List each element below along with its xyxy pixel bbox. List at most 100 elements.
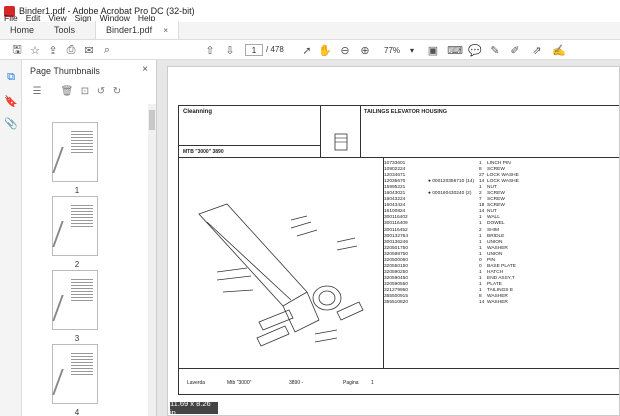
- attachment-icon[interactable]: 📎: [4, 117, 18, 130]
- part-code: 321279950: [384, 287, 409, 293]
- part-qty: 1: [479, 275, 482, 281]
- thumbnail-page-4[interactable]: [52, 344, 98, 404]
- group-header: TAILINGS ELEVATOR HOUSING: [361, 106, 619, 158]
- part-qty: 2: [479, 227, 482, 233]
- keyboard-icon[interactable]: ⌨: [447, 44, 463, 57]
- insert-page-icon[interactable]: ⊡: [80, 85, 90, 97]
- part-code: 320500050: [384, 257, 409, 263]
- part-desc: WASHER: [487, 294, 508, 300]
- scrollbar-thumb[interactable]: [149, 110, 155, 130]
- part-desc: PIN: [487, 257, 495, 263]
- thumbnails-icon[interactable]: ⧉: [7, 70, 15, 83]
- highlight-icon[interactable]: ✐: [510, 44, 520, 57]
- part-qty: 0: [479, 257, 482, 263]
- part-code: 320590450: [384, 275, 409, 281]
- zoom-in-icon[interactable]: ⊕: [360, 44, 370, 57]
- part-desc: TAILINGS E: [487, 287, 514, 293]
- page-up-icon[interactable]: ⇧: [205, 44, 215, 57]
- left-rail: ⧉ 🔖 📎: [0, 60, 22, 416]
- menu-window[interactable]: Window: [99, 13, 130, 23]
- menu-sign[interactable]: Sign: [74, 13, 92, 23]
- part-code: 16100824: [384, 209, 406, 215]
- bookmark-icon[interactable]: 🔖: [4, 95, 18, 108]
- part-desc: DOWEL: [487, 221, 505, 227]
- tab-home[interactable]: Home: [10, 25, 35, 35]
- select-cursor-icon[interactable]: ➚: [302, 44, 312, 57]
- share-icon[interactable]: ⇗: [532, 44, 542, 57]
- zoom-dropdown[interactable]: 77%▾: [382, 44, 416, 56]
- menu-view[interactable]: View: [48, 13, 67, 23]
- part-code: 355500915: [384, 294, 409, 300]
- group-title: TAILINGS ELEVATOR HOUSING: [364, 109, 448, 115]
- thumb-drawing: [52, 221, 80, 247]
- thumbnail-page-3[interactable]: [52, 270, 98, 330]
- zoom-out-icon[interactable]: ⊖: [340, 44, 350, 57]
- thumb-drawing: [52, 147, 80, 173]
- panel-close-icon[interactable]: ×: [142, 64, 148, 75]
- part-qty: 0: [479, 263, 482, 269]
- part-qty: 1: [479, 161, 482, 166]
- model-label: MTB "3000" 3890: [183, 149, 224, 155]
- part-alt-code: ● 000120356710 (14): [428, 179, 475, 185]
- window-title: Binder1.pdf - Adobe Acrobat Pro DC (32-b…: [19, 6, 195, 16]
- part-qty: 18: [479, 203, 485, 209]
- thumbnails-panel: Page Thumbnails × ☰ 🗑 ⊡ ↺ ↻ 1 2 3 4: [22, 60, 157, 416]
- part-qty: 14: [479, 300, 485, 306]
- part-desc: SCREW: [487, 191, 505, 197]
- tab-document[interactable]: Binder1.pdf ×: [95, 21, 180, 39]
- hand-icon[interactable]: ✋: [318, 44, 332, 57]
- page-size-badge: 11.69 x 8.26 in: [170, 399, 218, 416]
- save-icon[interactable]: 🖫: [12, 43, 22, 56]
- print-icon[interactable]: ⎙: [66, 43, 76, 56]
- section-title: Cleanning: [183, 109, 213, 115]
- footer-model: Mtb "3000": [227, 380, 252, 386]
- part-qty: 7: [479, 197, 482, 203]
- part-desc: PLATE: [487, 281, 502, 287]
- thumb-drawing: [52, 369, 80, 395]
- thumbnail-page-2[interactable]: [52, 196, 98, 256]
- pen-icon[interactable]: ✎: [490, 44, 500, 57]
- thumbnail-scrollbar[interactable]: [148, 104, 156, 416]
- menu-edit[interactable]: Edit: [25, 13, 41, 23]
- thumbnail-label: 2: [74, 260, 80, 269]
- rotate-right-icon[interactable]: ↻: [112, 85, 122, 97]
- tab-document-label: Binder1.pdf: [106, 25, 153, 35]
- part-qty: 1: [479, 233, 482, 239]
- part-desc: LOCK WASHE: [487, 179, 519, 185]
- part-qty: 1: [479, 287, 482, 293]
- column-divider: [383, 158, 384, 368]
- menu-file[interactable]: File: [4, 13, 18, 23]
- part-desc: SCREW: [487, 167, 505, 173]
- delete-icon[interactable]: 🗑: [60, 85, 74, 97]
- part-qty: 8: [479, 167, 482, 173]
- part-code: 16043224: [384, 197, 406, 203]
- chevron-down-icon: ▾: [409, 45, 414, 55]
- tab-close-icon[interactable]: ×: [163, 25, 169, 35]
- part-code: 15995221: [384, 185, 406, 191]
- thumbnail-page-1[interactable]: [52, 122, 98, 182]
- email-icon[interactable]: ✉: [84, 44, 94, 57]
- comment-icon[interactable]: 💬: [468, 44, 482, 57]
- search-icon[interactable]: ⌕: [103, 43, 111, 56]
- star-icon[interactable]: ☆: [30, 44, 40, 57]
- page-number-input[interactable]: 1: [245, 44, 263, 56]
- sign-icon[interactable]: ✍: [552, 44, 566, 57]
- fit-page-icon[interactable]: ▣: [427, 44, 439, 57]
- part-qty: 1: [479, 269, 482, 275]
- menu-help[interactable]: Help: [137, 13, 156, 23]
- tab-tools[interactable]: Tools: [54, 25, 76, 35]
- rotate-left-icon[interactable]: ↺: [96, 85, 106, 97]
- footer-brand: Laverda: [187, 380, 206, 386]
- page-down-icon[interactable]: ⇩: [225, 44, 235, 57]
- upload-icon[interactable]: ⇪: [48, 44, 58, 57]
- part-desc: WASHER: [487, 300, 508, 306]
- options-menu-icon[interactable]: ☰: [32, 85, 42, 97]
